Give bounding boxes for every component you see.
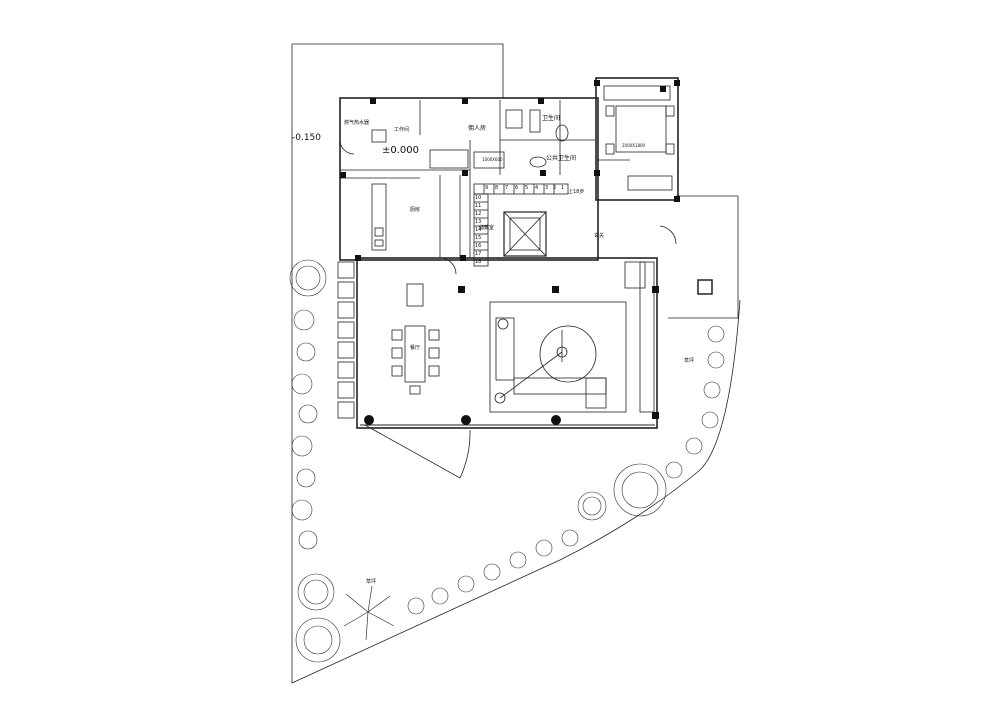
columns — [340, 80, 680, 425]
label-gas-heater: 燃气热水器 — [344, 120, 370, 126]
sofa-bottom — [513, 377, 607, 395]
site-boundary-left — [291, 44, 741, 684]
living-rug — [489, 301, 627, 413]
label-lawn-left: 草坪 — [366, 579, 377, 585]
kitchen-counter — [371, 183, 387, 251]
label-foyer: 玄关 — [594, 233, 605, 239]
label-dining: 餐厅 — [410, 345, 421, 351]
elevator — [503, 211, 547, 257]
door-swing-main — [364, 424, 471, 479]
sofa-left — [495, 317, 515, 381]
service-zone-wall — [339, 97, 599, 261]
stair-top-run — [473, 183, 569, 195]
label-workroom: 工作间 — [394, 127, 410, 133]
counter-size-note: 1000X600 — [482, 157, 503, 162]
left-windows — [337, 261, 355, 419]
site-boundary — [292, 43, 504, 98]
label-bathroom: 卫生间 — [542, 115, 561, 122]
dining-table — [404, 325, 426, 383]
bed-size-note: 2000X1800 — [622, 143, 646, 148]
label-public-bathroom: 公共卫生间 — [546, 155, 577, 162]
level-floor: ±0.000 — [382, 145, 420, 156]
label-wine-cellar: 储藏室 — [479, 225, 495, 231]
stair-side-run — [473, 193, 489, 267]
landscape-trees — [289, 259, 725, 663]
living-zone-wall — [356, 257, 658, 429]
stair-treads — [483, 184, 555, 194]
palm-tree — [343, 585, 395, 641]
label-kitchen: 厨房 — [410, 207, 421, 213]
label-lawn-right: 草坪 — [684, 358, 695, 364]
coffee-table — [539, 325, 597, 383]
stair-up-label: 上18步 — [568, 189, 585, 195]
bed — [615, 105, 667, 153]
terrace-outline — [668, 195, 739, 319]
master-suite-wall — [595, 77, 679, 201]
label-servant-room: 佣人房 — [468, 125, 487, 132]
level-outside: -0.150 — [292, 133, 322, 143]
